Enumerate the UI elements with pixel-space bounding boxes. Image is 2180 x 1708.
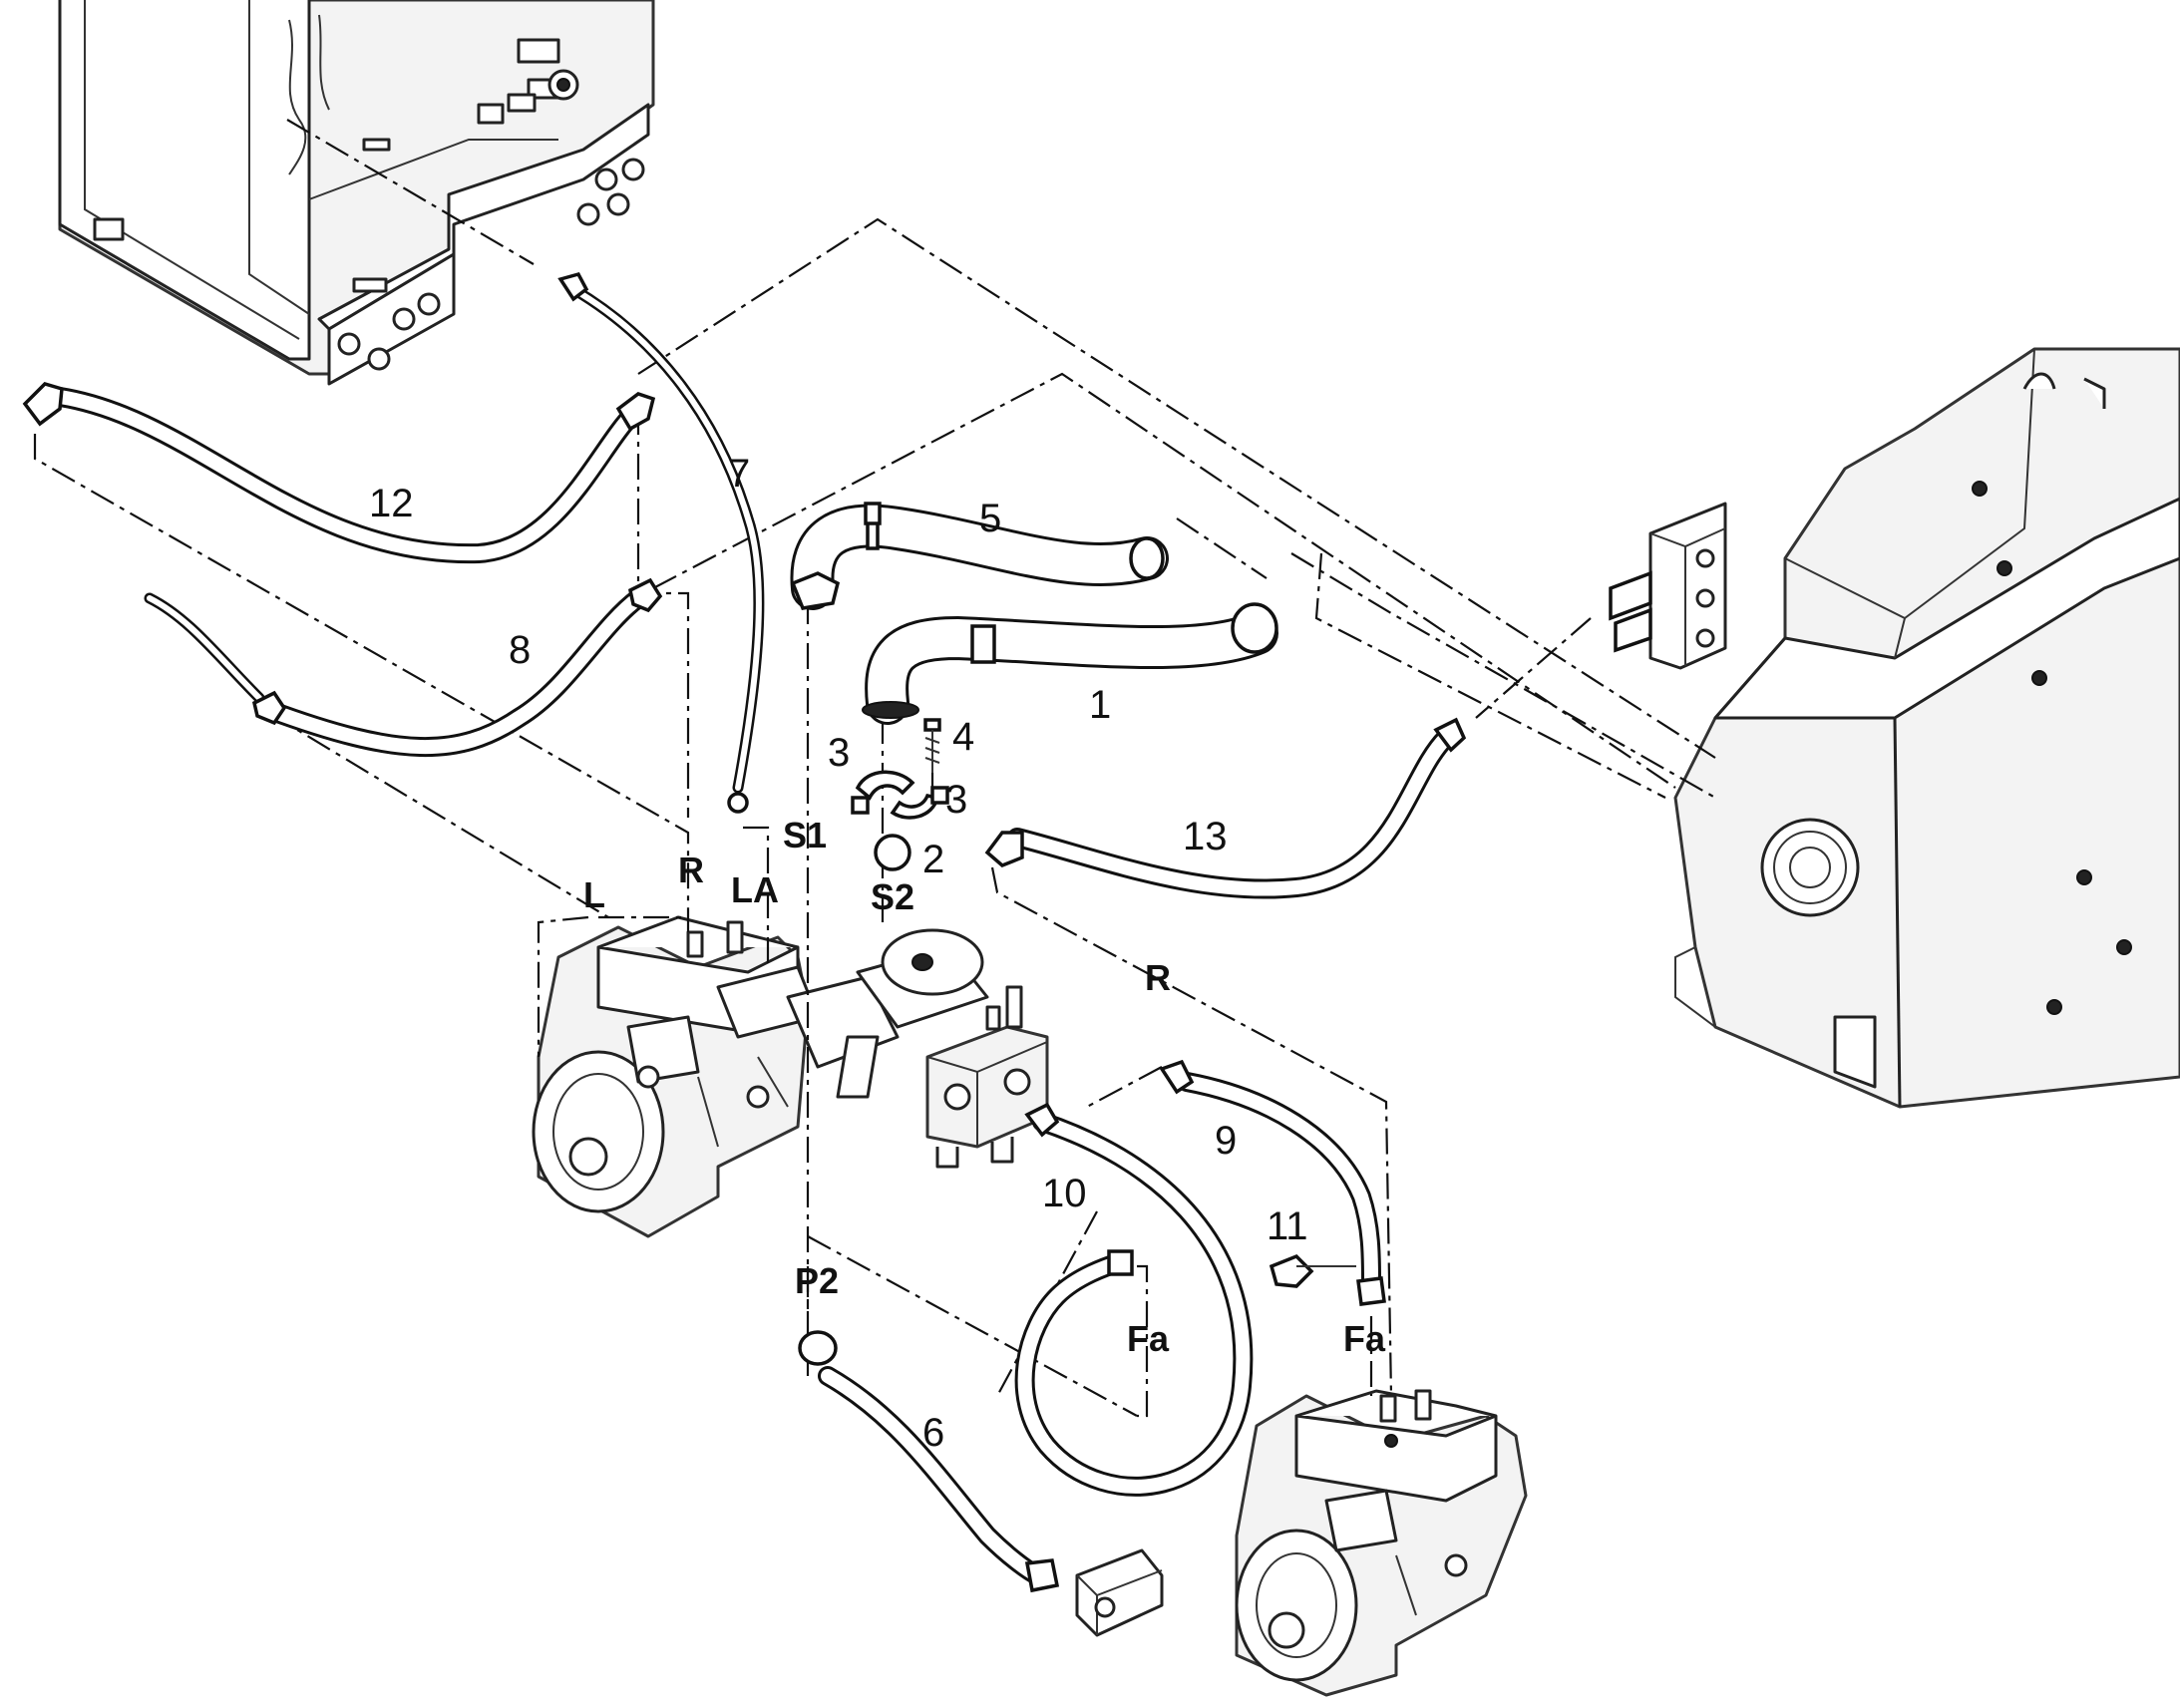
- callout-8: 8: [509, 628, 531, 672]
- valve-block: [925, 985, 1049, 1169]
- callout-10: 10: [1042, 1172, 1087, 1215]
- port-fa-left: Fa: [1127, 1318, 1170, 1359]
- main-pump-assembly: [532, 915, 989, 1238]
- hose-12: [22, 382, 656, 564]
- callout-6: 6: [922, 1411, 944, 1455]
- callout-3b: 3: [945, 778, 967, 822]
- port-la: LA: [731, 869, 779, 910]
- mounting-bracket: [1075, 1548, 1164, 1637]
- hose-1: [862, 602, 1278, 725]
- hose-11-clip: [1269, 1253, 1356, 1288]
- hose-9: [1159, 1059, 1386, 1306]
- callout-9: 9: [1215, 1119, 1237, 1163]
- hose-6: [798, 1330, 1060, 1593]
- engine-housing-block: [1673, 347, 2180, 1109]
- part-callouts: 1 2 3 3 4 5 6 7 8 9 10 11 12 13: [369, 452, 1308, 1455]
- port-p2: P2: [795, 1260, 839, 1301]
- hose-5: [790, 502, 1169, 610]
- control-valve-housing: [58, 0, 655, 386]
- callout-7: 7: [728, 452, 750, 496]
- callout-11: 11: [1267, 1204, 1308, 1248]
- callout-12: 12: [369, 482, 414, 525]
- leader-lines: [33, 119, 1716, 1418]
- hose-13: [984, 717, 1467, 899]
- port-labels: S1 S2 LA L R R P2 Fa Fa: [583, 815, 1386, 1359]
- flange-clamp-parts: [851, 718, 949, 871]
- callout-3a: 3: [828, 731, 850, 775]
- hose-8: [144, 577, 663, 758]
- callout-13: 13: [1183, 815, 1228, 858]
- port-r-right: R: [1145, 957, 1171, 998]
- callout-1: 1: [1089, 683, 1111, 727]
- callout-5: 5: [979, 497, 1001, 540]
- port-s2: S2: [871, 876, 914, 917]
- callout-4: 4: [952, 715, 974, 759]
- hose-10: [1014, 1102, 1254, 1497]
- port-s1: S1: [783, 815, 827, 855]
- port-l: L: [583, 874, 605, 915]
- distribution-block: [1609, 502, 1727, 670]
- port-r-left: R: [678, 850, 704, 890]
- secondary-pump-assembly: [1235, 1389, 1528, 1697]
- hose-7: [557, 271, 765, 814]
- port-fa-right: Fa: [1343, 1318, 1386, 1359]
- callout-2: 2: [922, 838, 944, 881]
